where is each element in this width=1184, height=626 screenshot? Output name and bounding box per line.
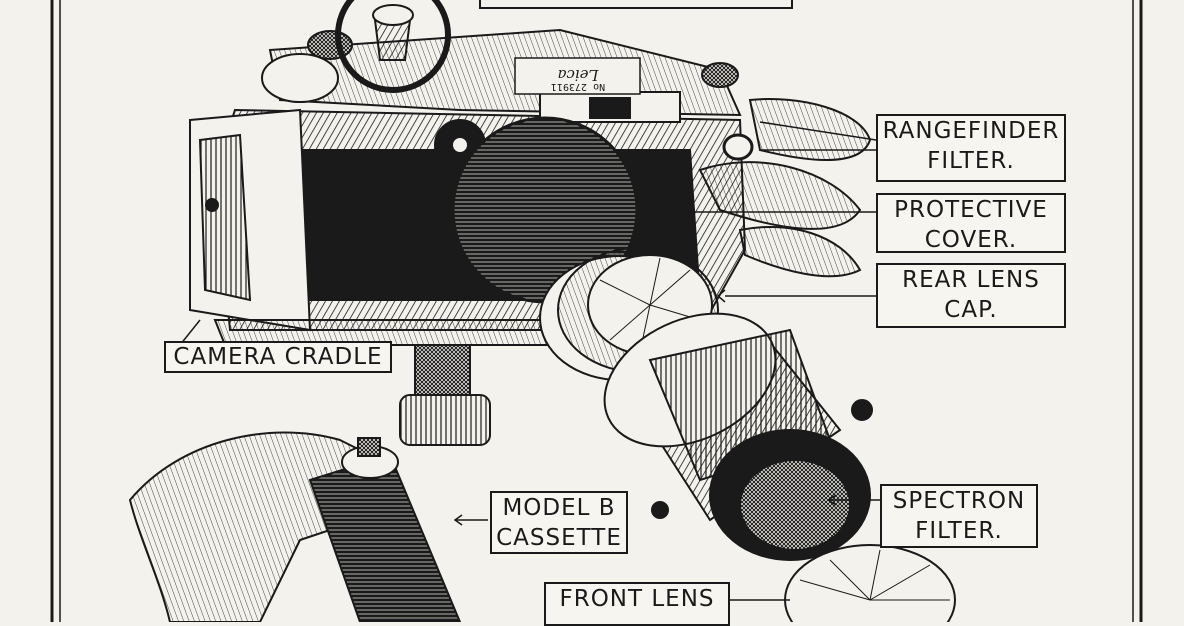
lens-illustration (539, 247, 873, 561)
callout-lines (179, 121, 880, 601)
label-model-b-cassette: MODEL B CASSETTE (490, 491, 628, 554)
label-front-lens: FRONT LENS (544, 582, 730, 626)
label-rear-lens-cap: REAR LENS CAP. (876, 263, 1066, 328)
cassette-illustration (128, 431, 462, 622)
label-protective-cover: PROTECTIVE COVER. (876, 193, 1066, 253)
serial-engraving: No 273911 (551, 81, 605, 92)
label-spectron-filter: SPECTRON FILTER. (880, 484, 1038, 548)
label-camera-cradle: CAMERA CRADLE (164, 341, 392, 373)
page-border (50, 0, 1143, 622)
label-rangefinder-filter: RANGEFINDER FILTER. (876, 114, 1066, 182)
brand-engraving: Leica (558, 66, 600, 84)
